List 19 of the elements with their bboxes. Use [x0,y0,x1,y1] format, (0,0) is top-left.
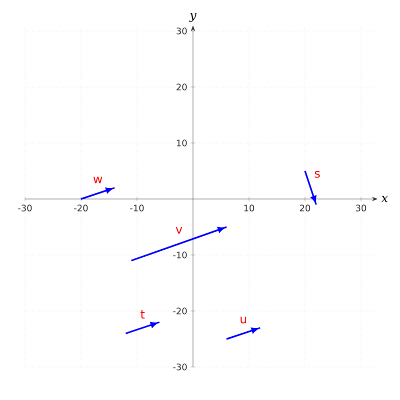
y-tick-label: -20 [173,308,187,314]
y-tick-label: -30 [173,364,187,370]
y-tick-label: 10 [176,140,187,146]
x-tick-label: -10 [130,204,144,212]
y-tick-label: -10 [173,252,187,258]
vector-label: s [314,170,320,178]
vector-label: v [176,227,182,234]
vector-label: t [140,310,145,319]
vector-label: u [240,316,246,324]
vector-label: w [93,176,102,184]
y-tick-label: 20 [176,84,187,90]
x-tick-label: -20 [74,204,88,212]
x-tick-label: 30 [356,204,366,212]
y-tick-label: 30 [176,28,187,34]
x-tick-label: 20 [300,204,310,212]
x-tick-label: -30 [18,204,32,212]
y-axis-title: y [189,13,196,22]
x-axis-title: x [381,196,388,202]
x-tick-label: 10 [244,204,254,212]
